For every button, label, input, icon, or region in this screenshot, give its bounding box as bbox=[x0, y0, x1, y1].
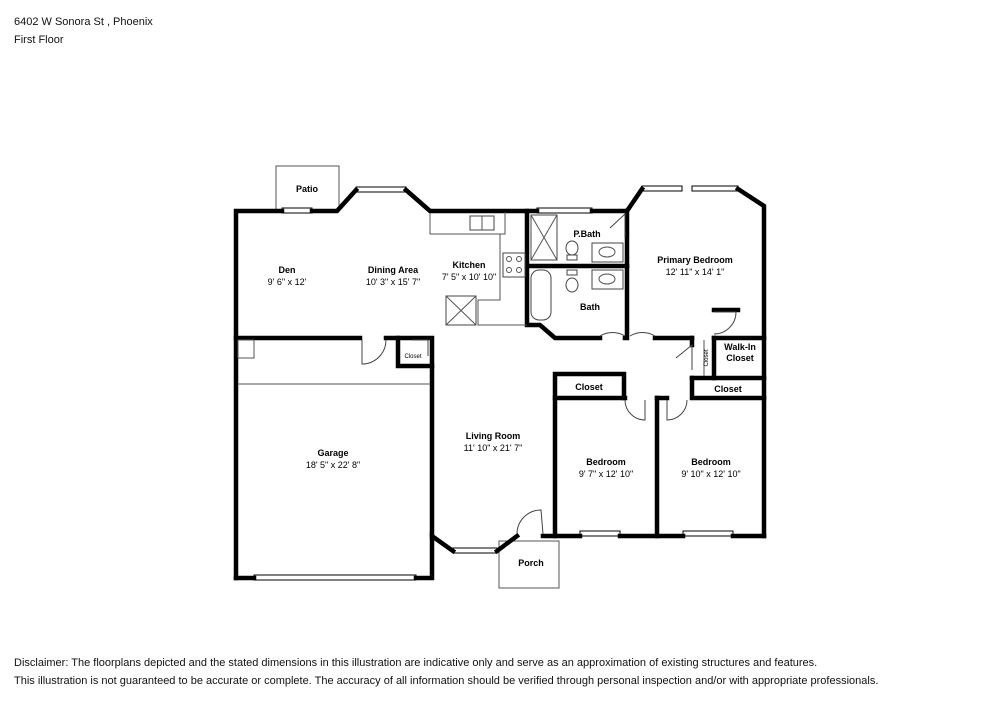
garage-box bbox=[237, 339, 255, 359]
patio-name: Patio bbox=[296, 184, 319, 194]
bathtub-icon bbox=[530, 269, 552, 321]
dining-name: Dining Area bbox=[368, 265, 419, 275]
kitchen-fixtures bbox=[429, 212, 527, 326]
closet-vertical-name: Closet bbox=[704, 349, 710, 366]
bedroom1-name: Bedroom bbox=[586, 457, 626, 467]
address-label: 6402 W Sonora St , Phoenix bbox=[14, 16, 153, 28]
kitchen-dims: 7' 5" x 10' 10" bbox=[442, 272, 496, 282]
disclaimer-line-2: This illustration is not guaranteed to b… bbox=[14, 675, 879, 687]
pbath-name: P.Bath bbox=[573, 229, 600, 239]
primary-dims: 12' 11" x 14' 1" bbox=[666, 267, 725, 277]
toilet-icon bbox=[565, 240, 579, 256]
closet-small-name: Closet bbox=[404, 354, 421, 360]
bedroom2-name: Bedroom bbox=[691, 457, 731, 467]
bedroom1-dims: 9' 7" x 12' 10" bbox=[579, 469, 633, 479]
bath-name: Bath bbox=[580, 302, 600, 312]
garage-name: Garage bbox=[317, 448, 348, 458]
living-name: Living Room bbox=[466, 431, 521, 441]
porch-outline bbox=[498, 540, 560, 589]
den-name: Den bbox=[278, 265, 295, 275]
floor-label: First Floor bbox=[14, 34, 64, 46]
disclaimer-line-1: Disclaimer: The floorplans depicted and … bbox=[14, 657, 818, 669]
porch-name: Porch bbox=[518, 558, 544, 568]
dining-dims: 10' 3" x 15' 7" bbox=[366, 277, 420, 287]
living-dims: 11' 10" x 21' 7" bbox=[464, 443, 523, 453]
primary-name: Primary Bedroom bbox=[657, 255, 733, 265]
bath-fixtures bbox=[530, 214, 624, 321]
windows bbox=[253, 185, 739, 581]
walls bbox=[233, 185, 767, 581]
walkin-name-2: Closet bbox=[726, 353, 754, 363]
closet-bed2-name: Closet bbox=[714, 384, 742, 394]
doors bbox=[361, 212, 737, 535]
vanity-icon bbox=[591, 242, 624, 263]
stove-icon bbox=[502, 252, 526, 278]
kitchen-name: Kitchen bbox=[452, 260, 485, 270]
closet-bed1-name: Closet bbox=[575, 382, 603, 392]
bedroom2-dims: 9' 10" x 12' 10" bbox=[681, 469, 740, 479]
den-dims: 9' 6" x 12' bbox=[268, 277, 307, 287]
garage-dims: 18' 5" x 22' 8" bbox=[306, 460, 360, 470]
walkin-name-1: Walk-In bbox=[724, 342, 756, 352]
